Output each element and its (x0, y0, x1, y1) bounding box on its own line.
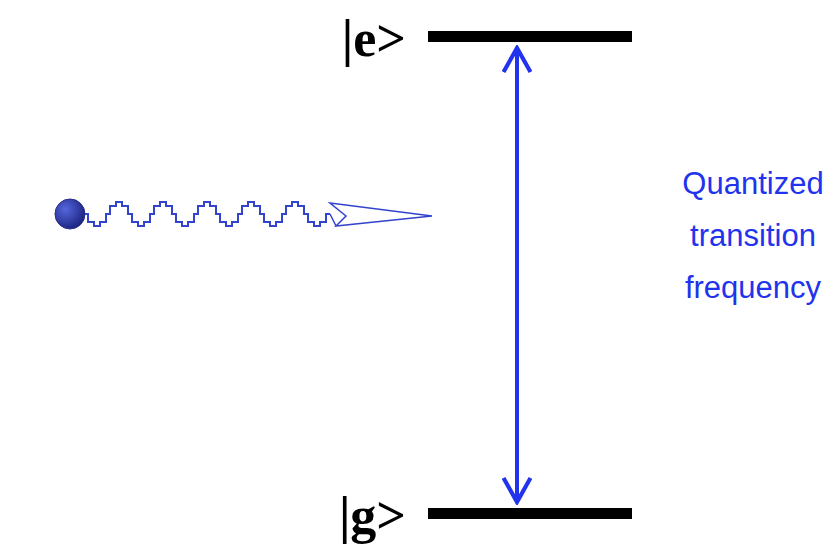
photon-wave (85, 202, 330, 226)
transition-arrow (515, 48, 519, 502)
energy-level: |e> (428, 31, 632, 42)
transition-label: Quantized transition frequency (678, 158, 828, 314)
photon-arrowhead (330, 203, 432, 226)
state-label: |g> (339, 490, 406, 542)
state-label: |e> (342, 13, 406, 65)
energy-level: |g> (428, 508, 632, 519)
particle-ball (55, 199, 85, 229)
